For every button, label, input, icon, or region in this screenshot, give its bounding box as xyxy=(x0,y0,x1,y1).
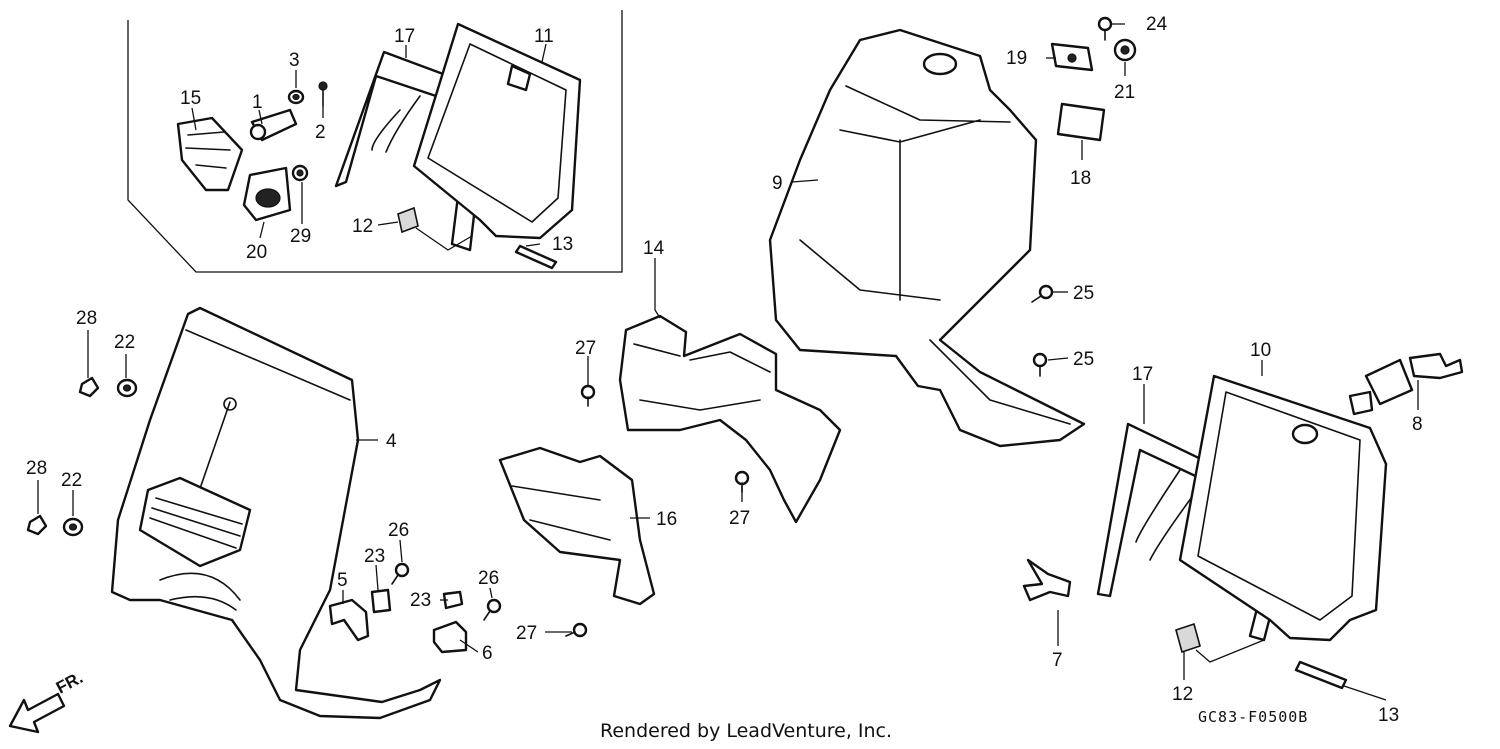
part-22-washer-a[interactable] xyxy=(116,378,138,398)
callout-25b: 25 xyxy=(1073,349,1094,370)
front-direction-arrow: FR. xyxy=(8,668,86,734)
part-27-screw-a[interactable] xyxy=(565,622,588,638)
part-25-screw-a[interactable] xyxy=(1031,284,1054,303)
callout-14: 14 xyxy=(643,238,665,259)
diagram-code: GC83-F0500B xyxy=(1198,708,1308,726)
part-12-pad[interactable] xyxy=(1175,622,1201,654)
part-1-bolt[interactable] xyxy=(249,108,298,142)
part-3-washer[interactable] xyxy=(287,89,305,105)
part-13-pin-inset[interactable] xyxy=(514,244,558,270)
callout-17a: 17 xyxy=(394,26,415,47)
callout-22a: 22 xyxy=(114,332,135,353)
part-28-nut-a[interactable] xyxy=(78,376,100,398)
part-5-bracket[interactable] xyxy=(328,598,370,642)
part-28-nut-b[interactable] xyxy=(26,514,48,536)
part-20-bracket[interactable] xyxy=(242,166,292,222)
part-8-lock-cylinder[interactable] xyxy=(1348,352,1464,416)
callout-19: 19 xyxy=(1006,48,1027,69)
part-19-plate[interactable] xyxy=(1050,42,1094,72)
callout-9: 9 xyxy=(772,173,783,194)
callout-27b: 27 xyxy=(575,338,596,359)
callout-15: 15 xyxy=(180,88,201,109)
credit-text: Rendered by LeadVenture, Inc. xyxy=(600,720,892,742)
part-6-bracket[interactable] xyxy=(432,620,468,654)
callout-29: 29 xyxy=(290,226,311,247)
callout-8: 8 xyxy=(1412,414,1423,435)
callout-23b: 23 xyxy=(410,590,431,611)
callout-26b: 26 xyxy=(478,568,499,589)
callout-13a: 13 xyxy=(552,234,573,255)
callout-1: 1 xyxy=(252,92,263,113)
callout-3: 3 xyxy=(289,50,300,71)
part-4-front-cover[interactable] xyxy=(110,306,442,720)
part-22-washer-b[interactable] xyxy=(62,517,84,537)
part-11-lid-frame[interactable] xyxy=(412,22,582,240)
callout-13b: 13 xyxy=(1378,705,1399,726)
part-18-label[interactable] xyxy=(1056,102,1106,142)
part-27-screw-b[interactable] xyxy=(580,384,596,407)
callout-18: 18 xyxy=(1070,168,1091,189)
part-26-screw-b[interactable] xyxy=(483,598,502,621)
callout-20: 20 xyxy=(246,242,267,263)
part-13-pin[interactable] xyxy=(1294,660,1348,690)
callout-11: 11 xyxy=(534,26,554,47)
part-16-lower-duct[interactable] xyxy=(498,446,656,606)
part-25-screw-b[interactable] xyxy=(1032,352,1048,377)
callout-5: 5 xyxy=(337,570,348,591)
part-24-screw[interactable] xyxy=(1097,16,1113,41)
callout-28a: 28 xyxy=(76,308,97,329)
callout-23a: 23 xyxy=(364,546,385,567)
inset-frame xyxy=(127,10,623,273)
callout-16: 16 xyxy=(656,509,677,530)
callout-10: 10 xyxy=(1250,340,1271,361)
callout-24: 24 xyxy=(1146,14,1168,35)
part-23-clip-b[interactable] xyxy=(442,590,464,610)
callout-7: 7 xyxy=(1052,650,1063,671)
callout-6: 6 xyxy=(482,643,493,664)
callout-27c: 27 xyxy=(729,508,750,529)
part-14-inner-duct[interactable] xyxy=(618,314,842,524)
part-7-clip[interactable] xyxy=(1022,558,1072,602)
part-10-lid-frame[interactable] xyxy=(1178,374,1388,642)
callout-22b: 22 xyxy=(61,470,82,491)
part-29-nut[interactable] xyxy=(291,164,309,182)
part-2-screw[interactable] xyxy=(318,81,328,107)
callout-labels: 1 2 3 15 20 29 17 11 12 13 4 28 22 28 22… xyxy=(26,14,1423,726)
callout-4: 4 xyxy=(386,431,397,452)
part-21-nut[interactable] xyxy=(1113,38,1137,62)
callout-12a: 12 xyxy=(352,216,373,237)
callout-26a: 26 xyxy=(388,520,409,541)
callout-28b: 28 xyxy=(26,458,47,479)
part-15-seal[interactable] xyxy=(176,116,244,192)
callout-2: 2 xyxy=(315,122,326,143)
part-23-clip-a[interactable] xyxy=(370,588,392,614)
part-12-pad-inset[interactable] xyxy=(397,206,419,234)
callout-12b: 12 xyxy=(1172,684,1193,705)
part-26-screw-a[interactable] xyxy=(391,562,410,585)
callout-17b: 17 xyxy=(1132,364,1153,385)
callout-21: 21 xyxy=(1114,82,1135,103)
part-9-inner-box[interactable] xyxy=(768,28,1086,448)
callout-27a: 27 xyxy=(516,623,537,644)
callout-25a: 25 xyxy=(1073,283,1094,304)
leader-lines xyxy=(37,23,1419,701)
